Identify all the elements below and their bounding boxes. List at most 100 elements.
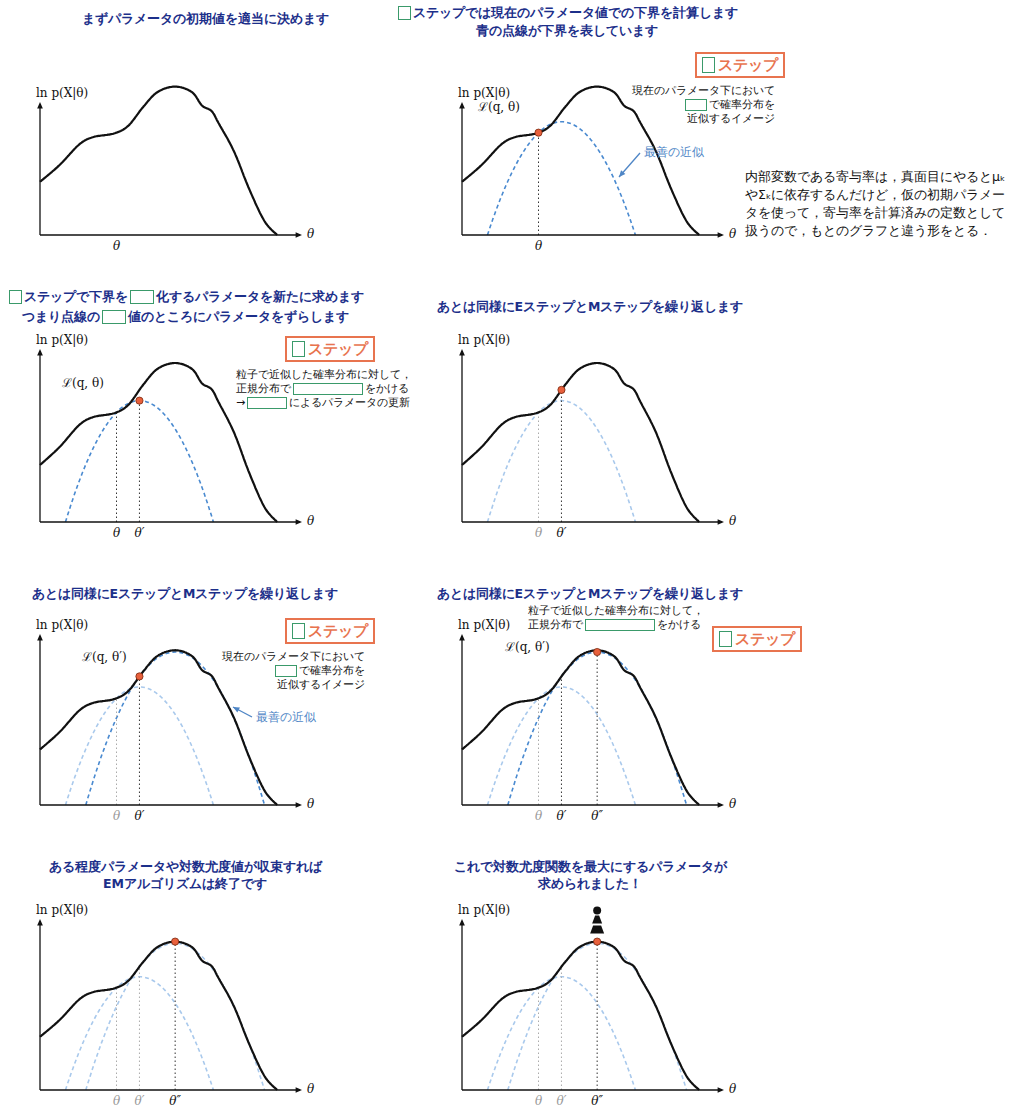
- parameter-guide: [139, 676, 140, 805]
- text-row: あとは同様にEステップとMステップを繰り返します: [32, 585, 339, 602]
- parameter-guide: [561, 390, 562, 522]
- y-axis: [39, 921, 40, 1090]
- log-likelihood-curve: [462, 87, 699, 235]
- blank-box: [719, 631, 732, 647]
- annotation-text: 現在のパラメータ下において: [632, 84, 775, 98]
- text-row: 最善の近似: [644, 145, 704, 159]
- blank-box: [685, 99, 707, 111]
- log-likelihood-curve: [462, 650, 699, 805]
- text-row: まずパラメータの初期値を適当に決めます: [82, 10, 329, 27]
- axis-label: θ: [113, 809, 120, 823]
- panel-title: これで対数尤度関数を最大にするパラメータが 求められました！: [420, 858, 760, 892]
- text-row: ln p(X|θ): [36, 86, 88, 101]
- parameter-guide: [116, 412, 117, 522]
- arrow-head: [718, 232, 724, 238]
- log-likelihood-curve: [462, 363, 699, 522]
- math-label: ln p(X|θ): [458, 86, 510, 101]
- parameter-guide: [139, 401, 140, 522]
- axis-label: θ: [729, 227, 736, 241]
- arrow-head: [233, 707, 240, 713]
- parameter-guide: [597, 652, 598, 805]
- math-label: ln p(X|θ): [36, 86, 88, 101]
- arrow-head: [37, 102, 43, 108]
- x-axis: [40, 1089, 300, 1090]
- panel-title: ステップで下界を: [24, 288, 128, 305]
- math-label: ln p(X|θ): [36, 903, 88, 918]
- x-axis: [462, 234, 722, 235]
- x-axis: [40, 234, 300, 235]
- callout-arrow: [619, 153, 640, 177]
- text-row: あとは同様にEステップとMステップを繰り返します: [437, 585, 744, 602]
- axis-label: θ′: [134, 1094, 144, 1108]
- annotation-text: 近似するイメージ: [687, 112, 775, 126]
- side-note: 内部変数である寄与率は，真面目にやるとμₖやΣₖに依存するんだけど，仮の初期パラ…: [745, 168, 1007, 240]
- blank-box: [9, 290, 22, 304]
- text-row: ln p(X|θ): [36, 618, 88, 633]
- parameter-guide: [538, 133, 539, 235]
- parameter-guide: [597, 942, 598, 1090]
- blank-box: [292, 341, 305, 357]
- math-label: ln p(X|θ): [458, 903, 510, 918]
- arrow-head: [296, 232, 302, 238]
- blank-box: [275, 665, 297, 677]
- math-label: ℒ(q, θ): [62, 376, 104, 391]
- text-row: ℒ(q, θ): [62, 376, 104, 391]
- panel-title: あとは同様にEステップとMステップを繰り返します: [437, 585, 744, 602]
- text-row: →によるパラメータの更新: [236, 396, 410, 410]
- text-row: ln p(X|θ): [458, 86, 510, 101]
- callout-text: 最善の近似: [644, 145, 704, 159]
- y-axis: [461, 104, 462, 235]
- arrow-head: [619, 170, 625, 177]
- y-axis: [39, 104, 40, 235]
- log-likelihood-curve: [40, 942, 277, 1090]
- parameter-guide: [538, 988, 539, 1090]
- panel-title: あとは同様にEステップとMステップを繰り返します: [32, 585, 339, 602]
- text-row: 粒子で近似した確率分布に対して，: [528, 604, 704, 618]
- blank-box: [292, 623, 305, 639]
- panel-title: 化するパラメータを新たに求めます: [156, 288, 364, 305]
- step-box: ステップ: [695, 52, 785, 78]
- y-axis: [461, 636, 462, 805]
- parameter-dot: [136, 397, 143, 404]
- parameter-dot: [535, 129, 542, 136]
- annotation-text: 近似するイメージ: [277, 678, 365, 692]
- text-row: ln p(X|θ): [458, 903, 510, 918]
- axis-label: θ: [307, 1082, 314, 1096]
- x-axis: [462, 804, 722, 805]
- math-label: ln p(X|θ): [36, 618, 88, 633]
- y-axis: [39, 636, 40, 805]
- callout-text: 最善の近似: [256, 710, 316, 724]
- math-label: ln p(X|θ): [458, 333, 510, 348]
- math-label: ln p(X|θ): [36, 333, 88, 348]
- parameter-dot: [594, 938, 601, 945]
- panel-title: まずパラメータの初期値を適当に決めます: [82, 10, 329, 27]
- parameter-guide: [561, 676, 562, 805]
- axis-label: θ: [535, 239, 542, 253]
- text-row: ℒ(q, θ): [478, 100, 520, 115]
- annotation-text: 現在のパラメータ下において: [222, 650, 365, 664]
- goal-icon: [592, 916, 602, 924]
- x-axis: [462, 1089, 722, 1090]
- goal-icon: [590, 926, 604, 934]
- text-row: ln p(X|θ): [458, 333, 510, 348]
- log-likelihood-curve: [462, 942, 699, 1090]
- blank-box: [702, 57, 715, 73]
- text-row: つまり点線の値のところにパラメータをずらします: [22, 308, 349, 325]
- axis-label: θ′: [556, 526, 566, 540]
- blank-box: [585, 619, 655, 631]
- axis-label: θ″: [591, 809, 603, 823]
- blank-box: [130, 290, 154, 304]
- axis-label: θ: [307, 797, 314, 811]
- x-axis: [40, 804, 300, 805]
- text-row: ln p(X|θ): [36, 333, 88, 348]
- text-row: 現在のパラメータ下において: [222, 650, 365, 664]
- text-row: ステップで下界を 化するパラメータを新たに求めます: [7, 288, 364, 305]
- step-box: ステップ: [285, 618, 375, 644]
- math-label: ln p(X|θ): [458, 618, 510, 633]
- axis-label: θ′: [134, 809, 144, 823]
- parameter-guide: [538, 412, 539, 522]
- axis-label: θ′: [134, 526, 144, 540]
- blank-box: [293, 383, 363, 395]
- annotation-text: 正規分布で: [528, 618, 583, 632]
- axis-label: θ: [307, 514, 314, 528]
